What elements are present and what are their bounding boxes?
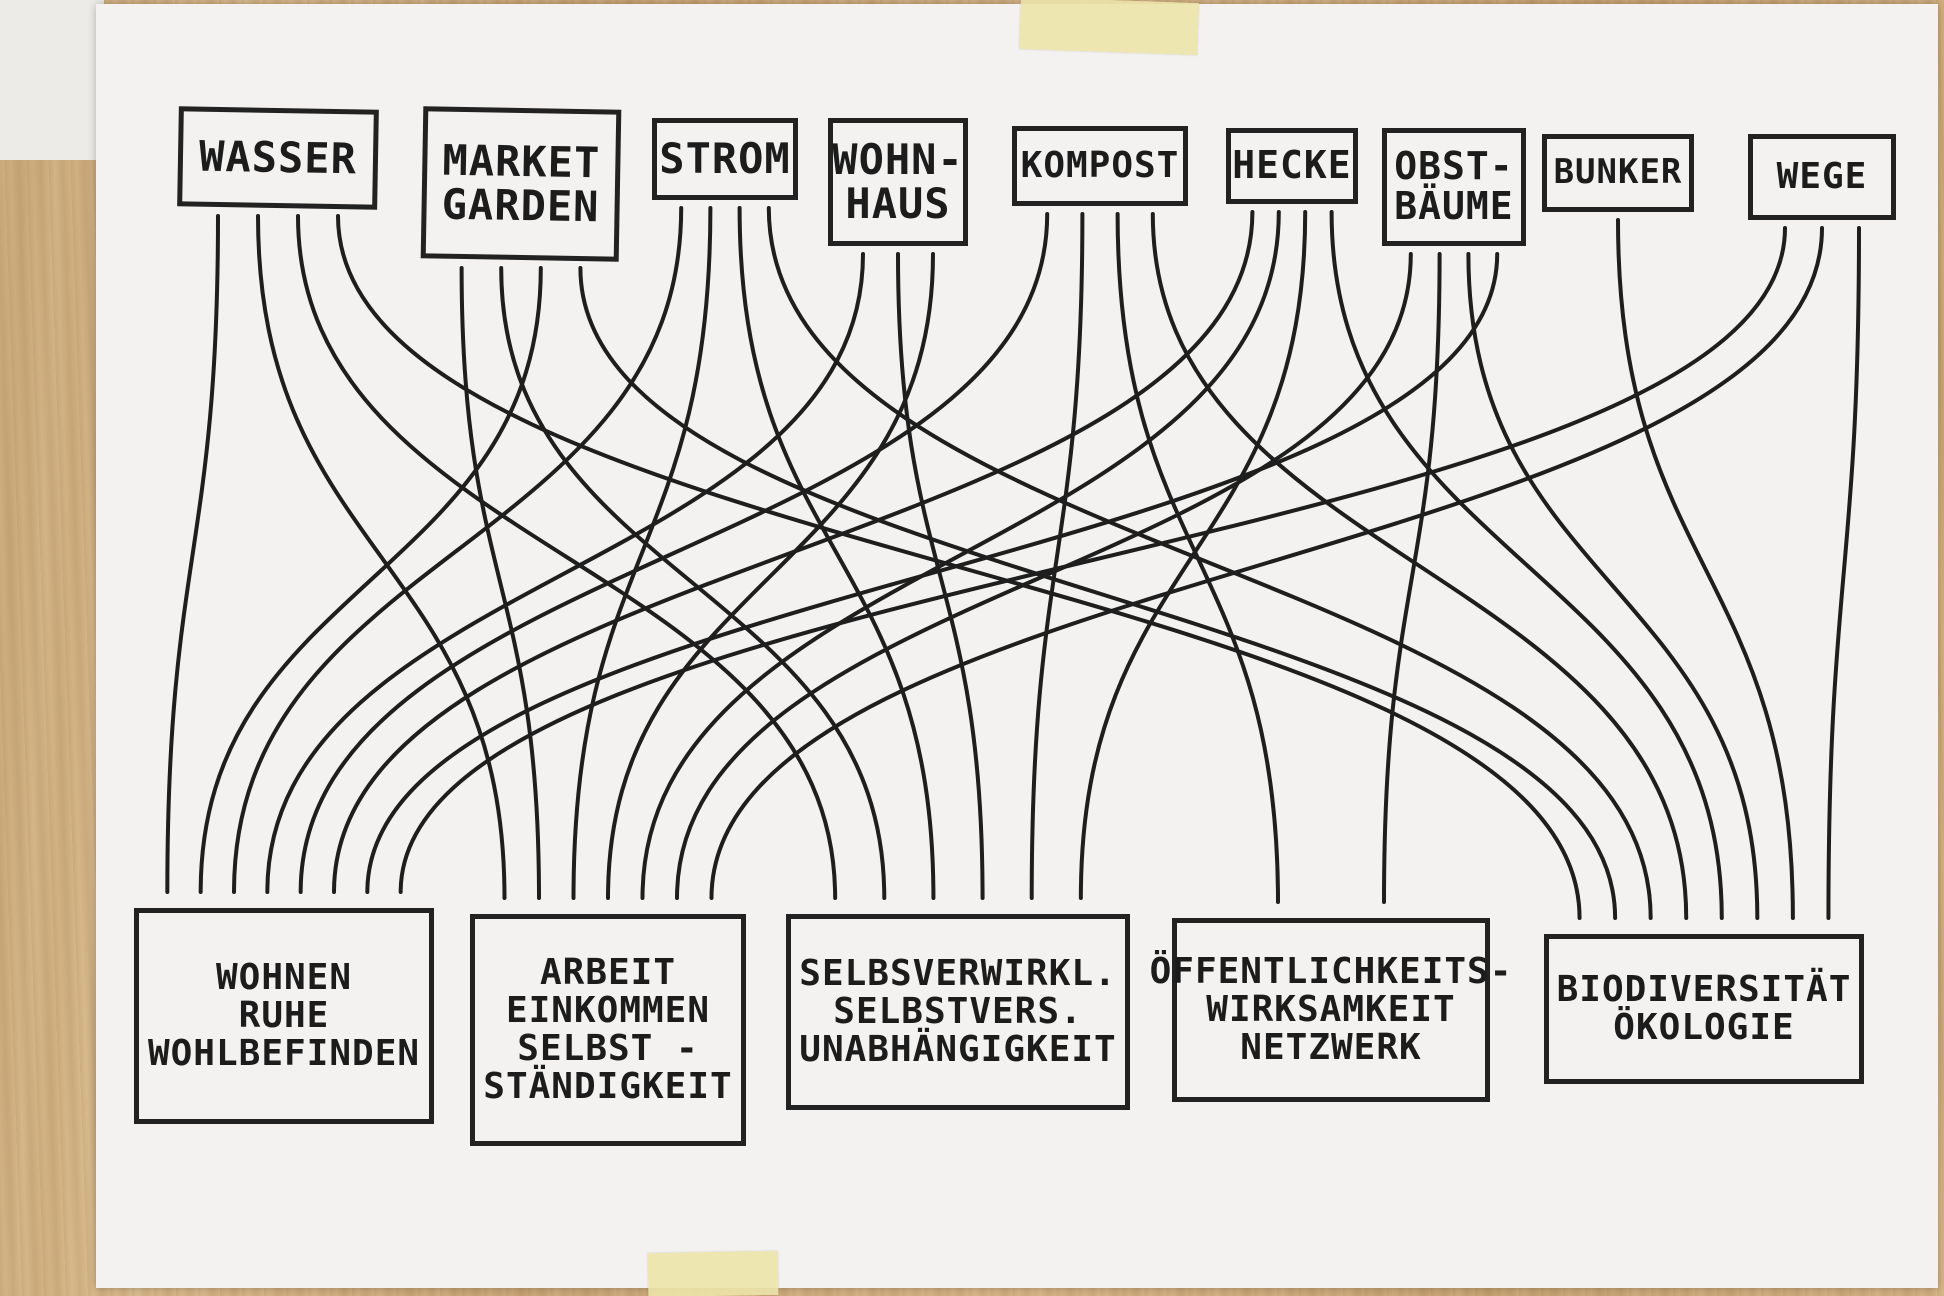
connection-wasser-to-arbeit [256, 214, 507, 900]
node-hecke: HECKE [1226, 128, 1358, 204]
node-label: KOMPOST [1020, 145, 1180, 187]
connection-kompost-to-bio [1150, 212, 1689, 920]
node-wohnhaus: WOHN- HAUS [828, 118, 968, 246]
node-label: ÖFFENTLICHKEITS- WIRKSAMKEIT NETZWERK [1149, 951, 1513, 1068]
connection-obst-to-arbeit [675, 252, 1413, 900]
connection-hecke-to-arbeit [640, 210, 1281, 900]
connection-kompost-to-wohnen [298, 212, 1050, 894]
connection-wohnhaus-to-arbeit [606, 252, 935, 900]
connection-market-to-wohnen [198, 266, 543, 894]
node-label: STROM [659, 133, 791, 183]
connection-strom-to-arbeit [571, 206, 713, 900]
node-wohnen: WOHNEN RUHE WOHLBEFINDEN [134, 908, 434, 1124]
connection-strom-to-bio [766, 206, 1653, 920]
node-wasser: WASSER [177, 106, 379, 210]
connection-hecke-to-wohnen [332, 210, 1255, 894]
paper-sheet [96, 4, 1938, 1288]
node-label: BIODIVERSITÄT ÖKOLOGIE [1556, 969, 1852, 1048]
node-label: MARKET GARDEN [441, 135, 601, 232]
connection-wohnhaus-to-wohnen [265, 252, 865, 894]
node-biodiversitaet: BIODIVERSITÄT ÖKOLOGIE [1544, 934, 1864, 1084]
connection-market-to-selbst [499, 266, 887, 900]
node-wege: WEGE [1748, 134, 1896, 220]
connection-bunker-to-bio [1616, 218, 1795, 920]
connection-hecke-to-selbst [1078, 210, 1308, 900]
node-label: WEGE [1776, 156, 1868, 198]
connection-obst-to-bio [1466, 252, 1760, 920]
connection-strom-to-selbst [737, 206, 936, 900]
node-label: SELBSVERWIRKL. SELBSTVERS. UNABHÄNGIGKEI… [799, 953, 1117, 1070]
connection-wasser-to-selbst [296, 214, 838, 900]
node-label: BUNKER [1553, 152, 1683, 193]
connection-obst-to-wohnen [365, 252, 1500, 894]
connection-wege-to-arbeit [709, 226, 1824, 900]
node-label: ARBEIT EINKOMMEN SELBST - STÄNDIGKEIT [483, 952, 733, 1107]
connection-market-to-arbeit [459, 266, 541, 900]
node-kompost: KOMPOST [1012, 126, 1188, 206]
connection-wege-to-wohnen [398, 226, 1787, 894]
connection-obst-to-oeffentlich [1382, 252, 1442, 904]
connection-kompost-to-selbst [1029, 212, 1085, 900]
node-label: WOHNEN RUHE WOHLBEFINDEN [147, 957, 421, 1074]
node-label: WASSER [198, 131, 358, 184]
node-label: OBST- BÄUME [1394, 144, 1514, 228]
connection-kompost-to-oeffentlich [1115, 212, 1280, 904]
connection-market-to-bio [578, 266, 1618, 920]
connection-wohnhaus-to-selbst [896, 252, 985, 900]
connection-wege-to-bio [1826, 226, 1861, 920]
background-sheet [0, 0, 104, 160]
node-arbeit: ARBEIT EINKOMMEN SELBST - STÄNDIGKEIT [470, 914, 746, 1146]
connection-wasser-to-wohnen [165, 214, 220, 894]
connection-strom-to-wohnen [232, 206, 684, 894]
node-obst-baeume: OBST- BÄUME [1382, 128, 1526, 246]
node-bunker: BUNKER [1542, 134, 1694, 212]
node-label: WOHN- HAUS [832, 134, 964, 228]
node-oeffentlichkeit: ÖFFENTLICHKEITS- WIRKSAMKEIT NETZWERK [1150, 918, 1511, 1102]
connection-hecke-to-bio [1329, 210, 1724, 920]
node-strom: STROM [652, 118, 798, 200]
node-label: HECKE [1232, 143, 1352, 188]
node-selbstverwirklichung: SELBSVERWIRKL. SELBSTVERS. UNABHÄNGIGKEI… [786, 914, 1130, 1110]
node-market-garden: MARKET GARDEN [420, 106, 622, 262]
